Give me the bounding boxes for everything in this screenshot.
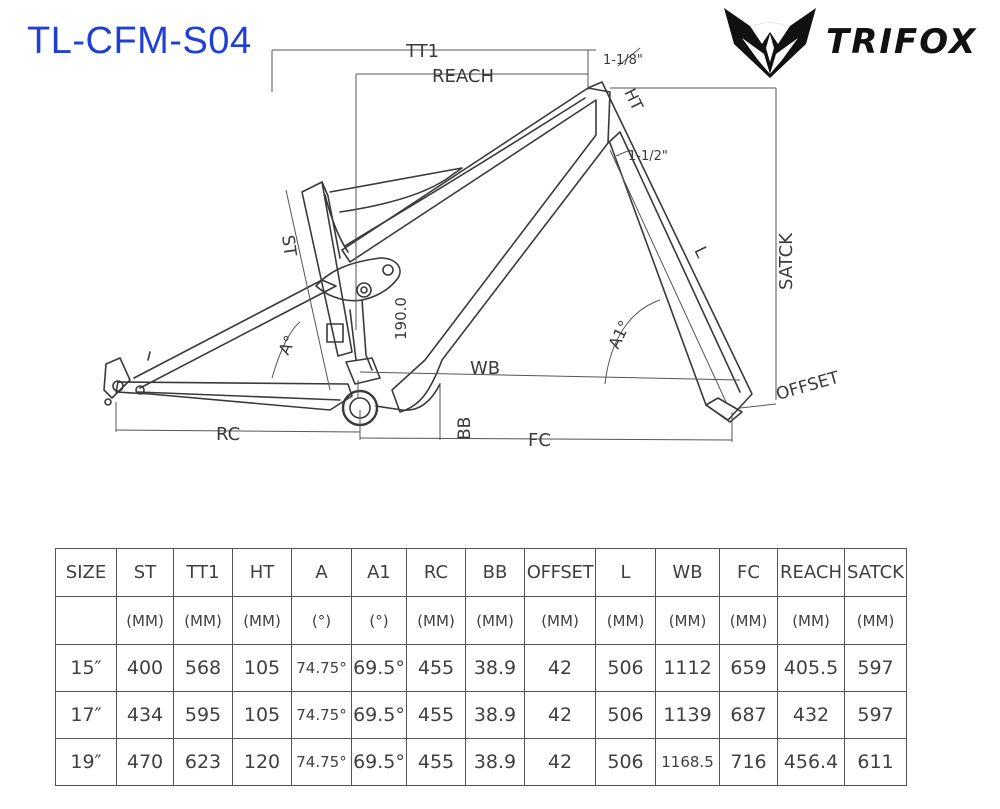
column-header: BB [465, 548, 525, 597]
column-header: TT1 [173, 548, 233, 597]
column-header: REACH [777, 548, 845, 597]
unit-cell: (MM) [116, 596, 174, 645]
column-header: RC [406, 548, 466, 597]
table-cell: 506 [595, 738, 656, 786]
brand-logo: TRIFOX [720, 4, 996, 80]
column-header: FC [719, 548, 778, 597]
label-reach: REACH [432, 66, 494, 87]
unit-cell [55, 596, 117, 645]
table-cell: 432 [777, 691, 845, 739]
table-cell: 455 [406, 644, 466, 692]
column-header: ST [116, 548, 174, 597]
label-rc: RC [216, 424, 240, 445]
table-cell: 1168.5 [655, 738, 720, 786]
size-cell: 15″ [55, 644, 117, 692]
label-satck: SATCK [776, 232, 797, 290]
unit-cell: (°) [291, 596, 352, 645]
brand-name: TRIFOX [826, 22, 978, 62]
unit-cell: (MM) [524, 596, 596, 645]
table-cell: 434 [116, 691, 174, 739]
column-header: SIZE [55, 548, 117, 597]
unit-cell: (MM) [595, 596, 656, 645]
table-cell: 69.5° [351, 738, 407, 786]
frame-drawing: TT1 REACH 1-1/8" 1-1/2" HT SATCK ST L 19… [103, 41, 842, 451]
table-cell: 597 [844, 691, 907, 739]
column-header: WB [655, 548, 720, 597]
table-cell: 38.9 [465, 691, 525, 739]
table-cell: 400 [116, 644, 174, 692]
table-cell: 687 [719, 691, 778, 739]
table-cell: 611 [844, 738, 907, 786]
table-cell: 597 [844, 644, 907, 692]
table-cell: 38.9 [465, 738, 525, 786]
unit-cell: (MM) [719, 596, 778, 645]
table-cell: 470 [116, 738, 174, 786]
table-units-row: (MM)(MM)(MM)(°)(°)(MM)(MM)(MM)(MM)(MM)(M… [55, 596, 907, 645]
label-headset-bottom: 1-1/2" [628, 149, 668, 164]
table-cell: 455 [406, 691, 466, 739]
table-cell: 568 [173, 644, 233, 692]
column-header: HT [232, 548, 292, 597]
table-cell: 69.5° [351, 691, 407, 739]
model-title: TL-CFM-S04 [27, 20, 252, 62]
unit-cell: (MM) [173, 596, 233, 645]
unit-cell: (MM) [655, 596, 720, 645]
label-l: L [690, 243, 712, 261]
table-cell: 42 [524, 691, 596, 739]
label-a: A° [275, 332, 300, 357]
table-cell: 716 [719, 738, 778, 786]
table-cell: 74.75° [291, 691, 352, 739]
column-header: L [595, 548, 656, 597]
table-cell: 120 [232, 738, 292, 786]
unit-cell: (°) [351, 596, 407, 645]
label-headset-top: 1-1/8" [603, 53, 643, 68]
size-cell: 17″ [55, 691, 117, 739]
table-cell: 74.75° [291, 738, 352, 786]
column-header: OFFSET [524, 548, 596, 597]
table-cell: 74.75° [291, 644, 352, 692]
table-cell: 42 [524, 644, 596, 692]
table-cell: 1112 [655, 644, 720, 692]
table-cell: 42 [524, 738, 596, 786]
column-header: A [291, 548, 352, 597]
table-cell: 105 [232, 644, 292, 692]
label-st: ST [277, 234, 300, 258]
unit-cell: (MM) [232, 596, 292, 645]
label-shock-length: 190.0 [392, 297, 410, 340]
fox-head-logo-icon [724, 8, 816, 78]
table-cell: 405.5 [777, 644, 845, 692]
label-fc: FC [528, 430, 551, 451]
label-tt1: TT1 [405, 41, 439, 62]
size-cell: 19″ [55, 738, 117, 786]
table-cell: 38.9 [465, 644, 525, 692]
table-cell: 1139 [655, 691, 720, 739]
table-cell: 659 [719, 644, 778, 692]
table-cell: 69.5° [351, 644, 407, 692]
label-a1: A1° [605, 317, 635, 352]
table-cell: 506 [595, 644, 656, 692]
unit-cell: (MM) [777, 596, 845, 645]
table-cell: 455 [406, 738, 466, 786]
table-cell: 105 [232, 691, 292, 739]
label-bb: BB [455, 417, 475, 440]
column-header: A1 [351, 548, 407, 597]
unit-cell: (MM) [465, 596, 525, 645]
table-cell: 623 [173, 738, 233, 786]
unit-cell: (MM) [844, 596, 907, 645]
table-cell: 506 [595, 691, 656, 739]
column-header: SATCK [844, 548, 907, 597]
table-cell: 595 [173, 691, 233, 739]
label-offset: OFFSET [774, 368, 842, 405]
label-wb: WB [470, 358, 500, 379]
unit-cell: (MM) [406, 596, 466, 645]
table-cell: 456.4 [777, 738, 845, 786]
label-ht: HT [620, 85, 647, 113]
